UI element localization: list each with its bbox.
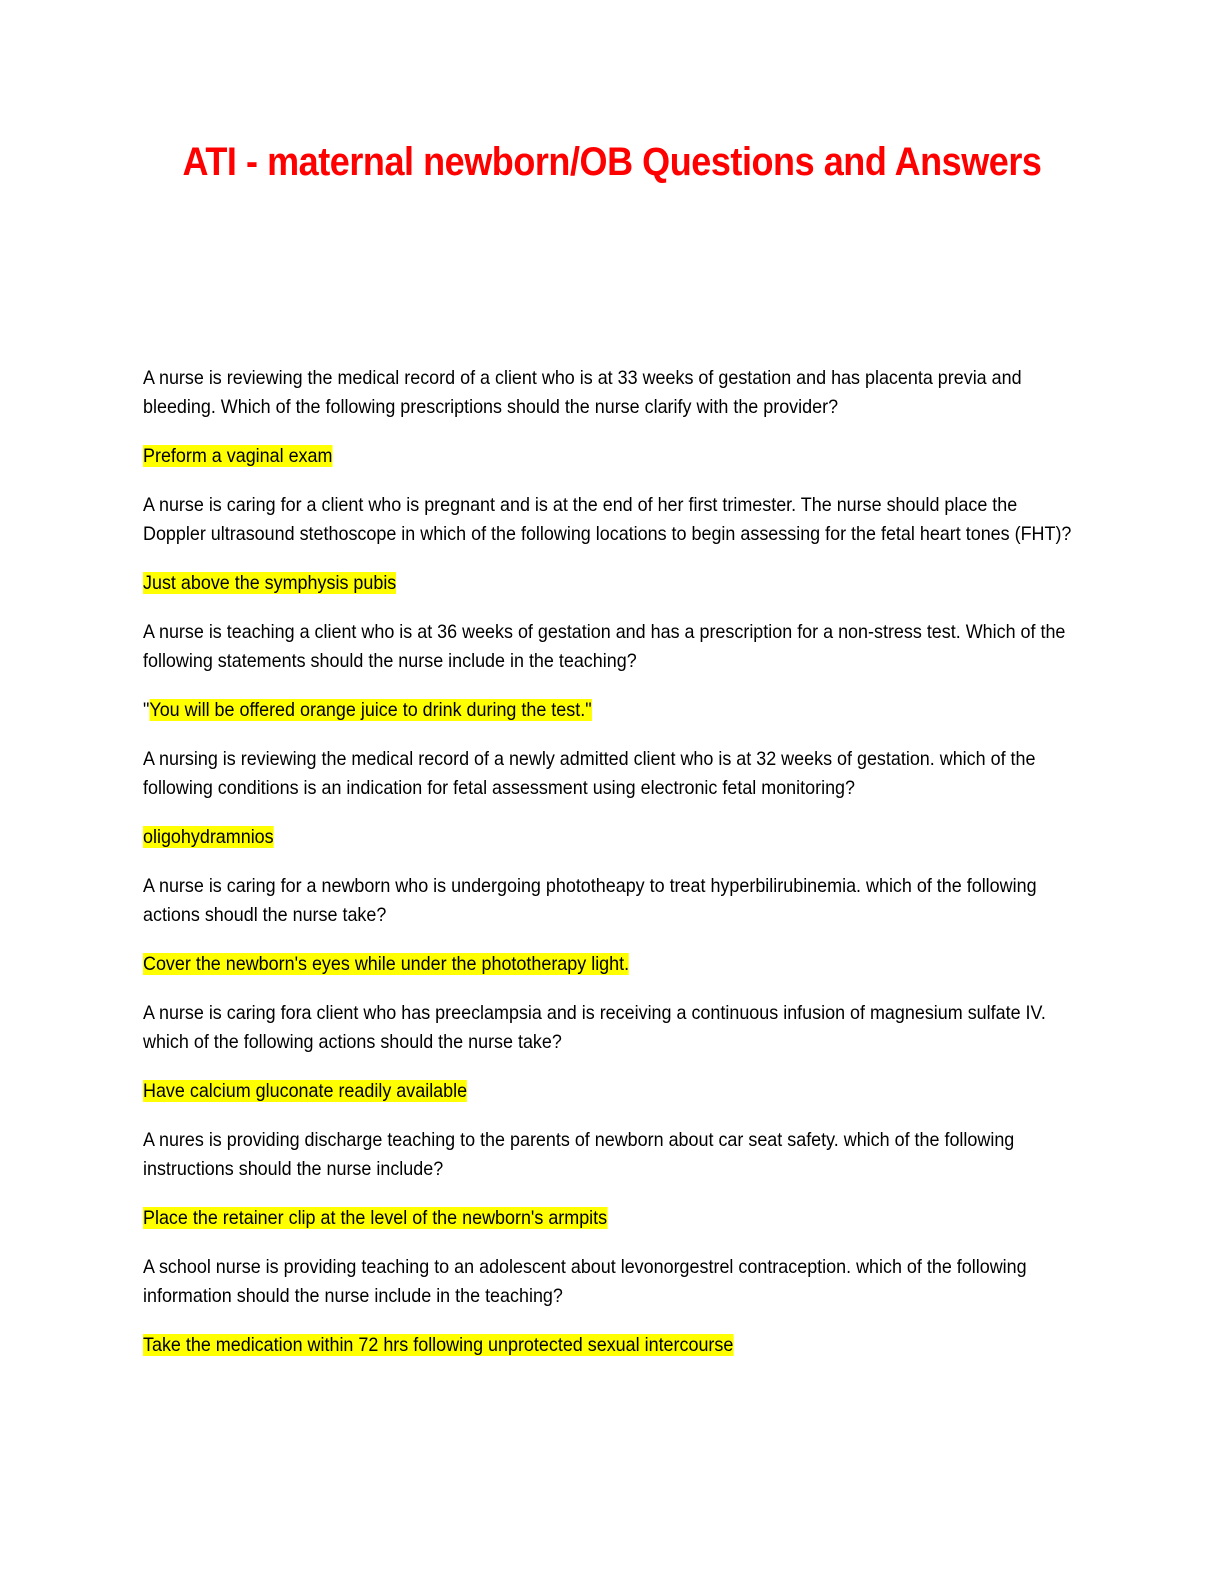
- answer-text: Place the retainer clip at the level of …: [143, 1207, 608, 1229]
- answer-line: oligohydramnios: [143, 823, 1081, 852]
- qa-list: A nurse is reviewing the medical record …: [143, 364, 1083, 1380]
- question-text: A nures is providing discharge teaching …: [143, 1129, 1015, 1180]
- qa-item: A nures is providing discharge teaching …: [143, 1126, 1083, 1233]
- qa-item: A nurse is reviewing the medical record …: [143, 364, 1083, 471]
- answer-line: Preform a vaginal exam: [143, 442, 1081, 471]
- question-text: A nurse is reviewing the medical record …: [143, 367, 1022, 418]
- question-text: A nursing is reviewing the medical recor…: [143, 748, 1036, 799]
- qa-item: A nurse is caring for a client who is pr…: [143, 491, 1083, 598]
- answer-line: Place the retainer clip at the level of …: [143, 1204, 1081, 1233]
- answer-line: Have calcium gluconate readily available: [143, 1077, 1081, 1106]
- qa-item: A nurse is caring for a newborn who is u…: [143, 872, 1083, 979]
- qa-item: A school nurse is providing teaching to …: [143, 1253, 1083, 1360]
- question-text: A nurse is caring for a newborn who is u…: [143, 875, 1037, 926]
- answer-line: "You will be offered orange juice to dri…: [143, 696, 1081, 725]
- answer-line: Take the medication within 72 hrs follow…: [143, 1331, 1081, 1360]
- answer-text: Cover the newborn's eyes while under the…: [143, 953, 630, 975]
- qa-item: A nurse is caring fora client who has pr…: [143, 999, 1083, 1106]
- answer-line: Just above the symphysis pubis: [143, 569, 1081, 598]
- answer-text: Preform a vaginal exam: [143, 445, 333, 467]
- answer-text: Just above the symphysis pubis: [143, 572, 397, 594]
- answer-line: Cover the newborn's eyes while under the…: [143, 950, 1081, 979]
- question-text: A nurse is teaching a client who is at 3…: [143, 621, 1066, 672]
- question-text: A nurse is caring fora client who has pr…: [143, 1002, 1046, 1053]
- answer-text: oligohydramnios: [143, 826, 274, 848]
- qa-item: A nursing is reviewing the medical recor…: [143, 745, 1083, 852]
- document-title: ATI - maternal newborn/OB Questions and …: [182, 140, 1042, 184]
- answer-prefix: ": [143, 699, 150, 721]
- qa-item: A nurse is teaching a client who is at 3…: [143, 618, 1083, 725]
- answer-text: Take the medication within 72 hrs follow…: [143, 1334, 734, 1356]
- question-text: A school nurse is providing teaching to …: [143, 1256, 1027, 1307]
- answer-text: You will be offered orange juice to drin…: [149, 699, 592, 721]
- question-text: A nurse is caring for a client who is pr…: [143, 494, 1072, 545]
- answer-text: Have calcium gluconate readily available: [143, 1080, 468, 1102]
